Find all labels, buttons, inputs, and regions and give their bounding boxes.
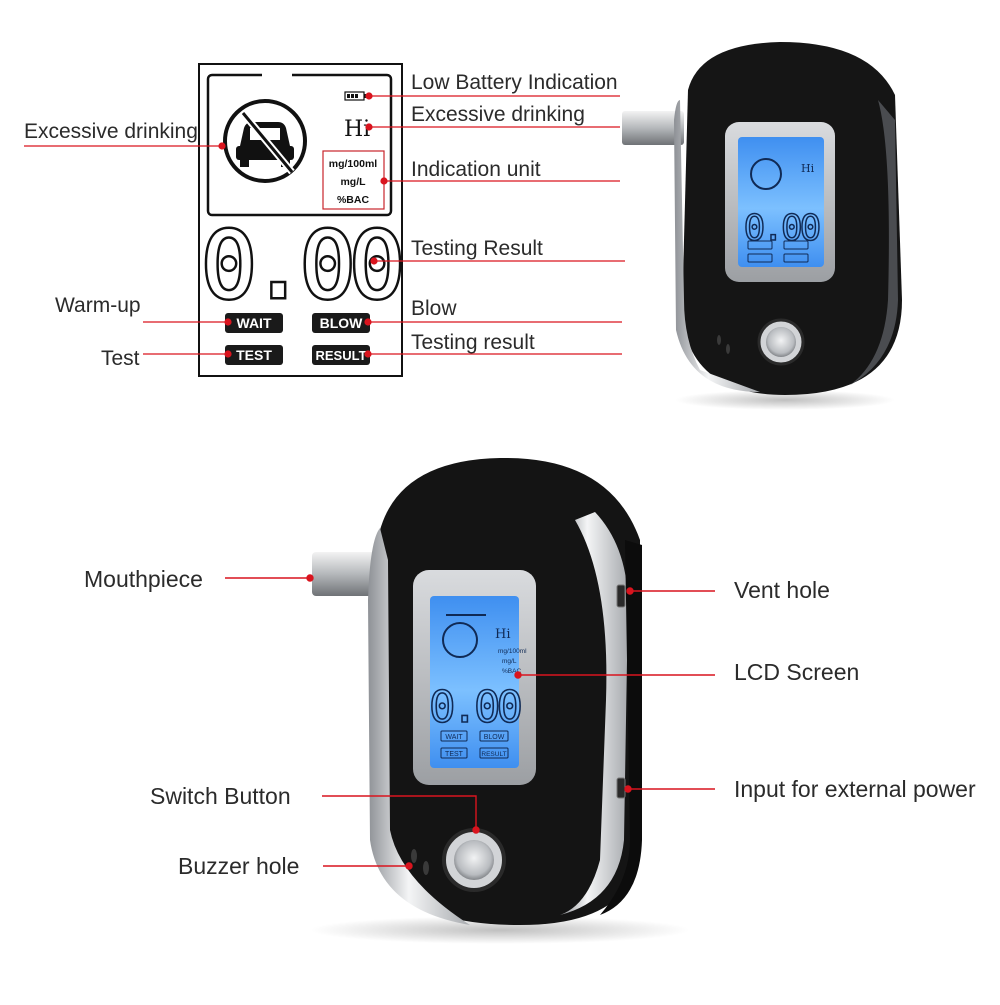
- svg-text:RESULT: RESULT: [315, 348, 366, 363]
- buzzer-hole-large: [411, 849, 417, 863]
- indicator-test: TEST: [225, 345, 283, 365]
- svg-text:BLOW: BLOW: [484, 734, 505, 741]
- label-buzzer-hole: Buzzer hole: [178, 853, 300, 879]
- indicator-wait: WAIT: [225, 313, 283, 333]
- no-driving-car-icon: [223, 99, 307, 183]
- svg-text:mg/100ml: mg/100ml: [498, 648, 527, 655]
- top-leader-lines: [24, 92, 625, 358]
- label-low-battery: Low Battery Indication: [411, 71, 618, 94]
- label-external-power: Input for external power: [734, 776, 976, 802]
- unit-mg100ml: mg/100ml: [329, 158, 378, 170]
- device-large: Hi mg/100ml mg/L %BAC 0.00 WAIT BLOW TES…: [310, 457, 690, 944]
- svg-text:0.00: 0.00: [744, 208, 820, 249]
- label-indication-unit: Indication unit: [411, 158, 541, 181]
- indicator-result: RESULT: [312, 345, 370, 365]
- svg-text:RESULT: RESULT: [481, 751, 506, 758]
- device-small: Hi 0.00: [622, 42, 902, 410]
- svg-text:Hi: Hi: [495, 627, 511, 642]
- label-test: Test: [101, 347, 140, 370]
- svg-text:TEST: TEST: [445, 751, 464, 758]
- mouthpiece-large: [312, 552, 376, 596]
- power-jack-large: [616, 777, 626, 799]
- label-lcd-screen: LCD Screen: [734, 659, 860, 685]
- svg-text:BLOW: BLOW: [320, 315, 364, 331]
- label-excessive-drinking-right: Excessive drinking: [411, 103, 585, 126]
- indicator-blow: BLOW: [312, 313, 370, 333]
- lcd-screen-small: [738, 137, 824, 267]
- label-vent-hole: Vent hole: [734, 577, 830, 603]
- lcd-reading-large: 0.00: [201, 212, 399, 319]
- bottom-leader-lines: [225, 574, 715, 870]
- label-excessive-drinking-left: Excessive drinking: [24, 120, 198, 143]
- svg-text:WAIT: WAIT: [445, 734, 463, 741]
- svg-text:Hi: Hi: [801, 162, 815, 175]
- hi-indicator: Hi: [344, 117, 370, 142]
- label-testing-result: Testing Result: [411, 237, 543, 260]
- mouthpiece-small: [622, 111, 684, 145]
- unit-bac: %BAC: [337, 194, 370, 206]
- svg-text:TEST: TEST: [236, 347, 272, 363]
- label-testing-result-lower: Testing result: [411, 331, 535, 354]
- battery-icon: [344, 91, 366, 101]
- vent-hole-large: [616, 584, 626, 608]
- label-warm-up: Warm-up: [55, 294, 141, 317]
- label-switch-button: Switch Button: [150, 783, 291, 809]
- svg-text:0.00: 0.00: [429, 682, 520, 733]
- unit-mgl: mg/L: [340, 176, 366, 188]
- svg-text:%BAC: %BAC: [502, 668, 521, 675]
- svg-text:WAIT: WAIT: [237, 315, 272, 331]
- label-blow: Blow: [411, 297, 457, 320]
- lcd-panel-diagram: Hi mg/100ml mg/L %BAC 0.00 0.00 WAIT BLO…: [198, 63, 408, 377]
- svg-text:mg/L: mg/L: [502, 658, 517, 665]
- label-mouthpiece: Mouthpiece: [84, 566, 203, 592]
- svg-text:0.00: 0.00: [201, 212, 399, 319]
- lcd-screen-large: [430, 596, 519, 768]
